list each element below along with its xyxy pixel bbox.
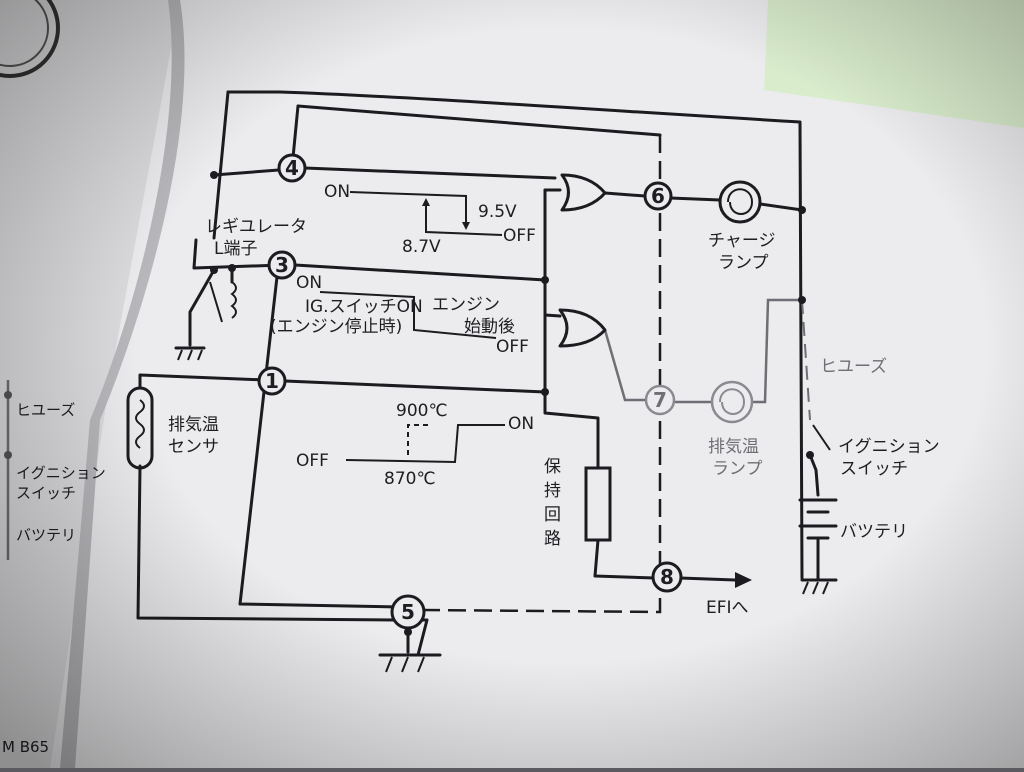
ig-on-label: ON (296, 273, 322, 293)
exhaust-lamp-label-2: ランプ (712, 459, 763, 479)
efi-label: EFIへ (706, 598, 749, 618)
svg-text:1: 1 (265, 369, 279, 393)
ignition-switch-label-2: スイッチ (840, 459, 908, 479)
left-footer-text: M B65 (2, 738, 49, 756)
engine-stop-label: (エンジン停止時) (270, 317, 402, 337)
ignition-switch-label-1: イグニション (838, 437, 940, 457)
sensor-label-2: センサ (168, 437, 219, 457)
engine-label: エンジン (432, 295, 500, 315)
hold-circuit-char-4: 路 (544, 529, 561, 549)
temp-low-label: 870℃ (384, 469, 436, 489)
svg-text:6: 6 (651, 184, 665, 208)
svg-text:7: 7 (653, 388, 667, 412)
ig-switch-label: IG.スイッチON (305, 297, 423, 317)
charge-low-volt: 8.7V (402, 237, 441, 257)
charge-high-volt: 9.5V (478, 202, 517, 222)
temp-high-label: 900℃ (396, 401, 448, 421)
sensor-label-1: 排気温 (168, 415, 219, 435)
charge-off-label: OFF (503, 226, 536, 246)
hold-circuit-char-1: 保 (544, 457, 561, 477)
left-ignition-label-2: スイッチ (16, 484, 76, 502)
regulator-label-1: レギユレータ (205, 217, 307, 237)
svg-text:4: 4 (285, 156, 299, 180)
terminal-4: 4 (277, 153, 307, 183)
temp-off-label: OFF (296, 451, 329, 471)
regulator-label-2: L端子 (214, 239, 257, 259)
svg-text:5: 5 (401, 600, 415, 624)
terminal-1: 1 (257, 366, 287, 396)
svg-text:3: 3 (275, 253, 289, 277)
terminal-3: 3 (267, 250, 297, 280)
charge-lamp-label-1: チャージ (708, 231, 776, 251)
after-start-label: 始動後 (464, 317, 515, 337)
hold-circuit-char-3: 回 (544, 505, 561, 525)
charge-on-label: ON (324, 182, 350, 202)
temp-on-label: ON (508, 414, 534, 434)
svg-text:8: 8 (660, 565, 674, 589)
left-battery-label: バツテリ (16, 526, 76, 544)
terminal-8: 8 (651, 561, 683, 593)
exhaust-lamp-label-1: 排気温 (708, 437, 759, 457)
fuse-label: ヒユーズ (820, 357, 887, 377)
left-fuse-label: ヒユーズ (16, 401, 75, 419)
terminal-5: 5 (390, 594, 426, 630)
terminal-7: 7 (644, 384, 676, 416)
right-page (50, 0, 1024, 768)
hold-circuit-char-2: 持 (544, 481, 561, 501)
ig-off-label: OFF (496, 337, 529, 357)
battery-label: バツテリ (840, 522, 908, 542)
charge-lamp-label-2: ランプ (718, 253, 769, 273)
left-ignition-label-1: イグニション (16, 464, 106, 482)
terminal-6: 6 (643, 181, 673, 211)
